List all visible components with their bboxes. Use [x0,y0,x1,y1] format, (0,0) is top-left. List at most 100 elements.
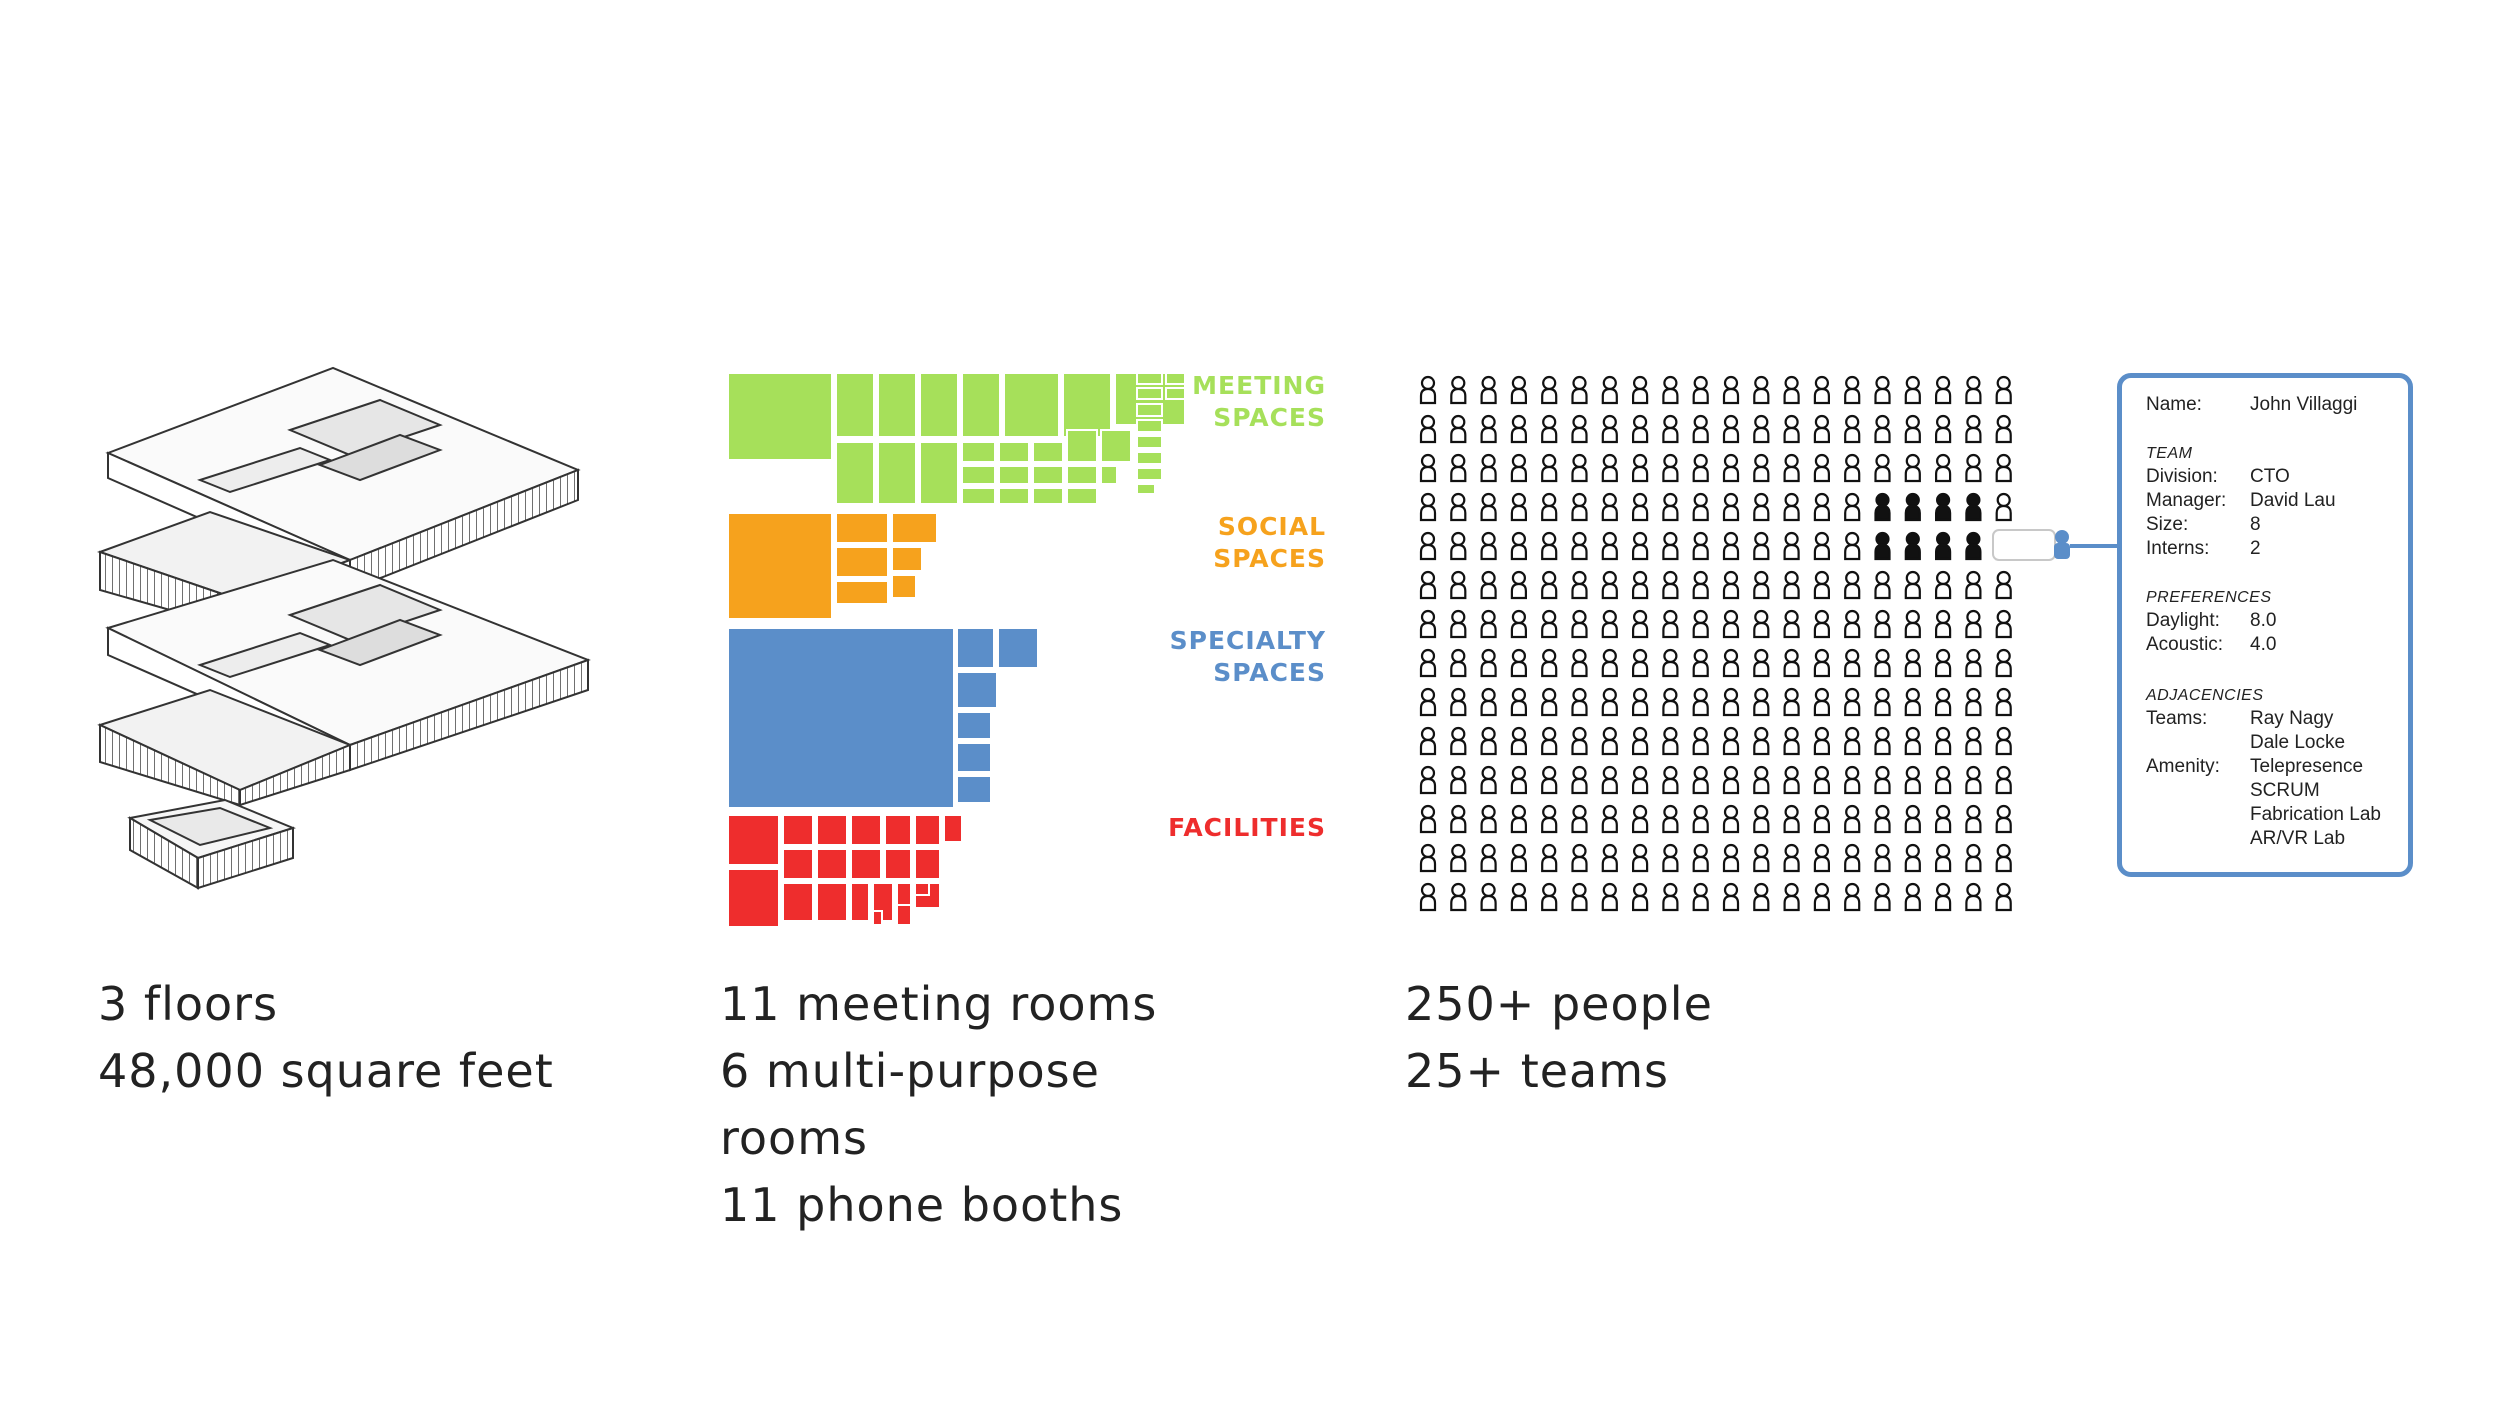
person-body [1965,777,1982,795]
amenity-value-0: Telepresence [2250,756,2364,777]
person-body [1965,894,1982,912]
space-block [1136,419,1163,433]
person-body [1692,426,1709,444]
floor-ground [127,798,296,890]
person-icon [1571,726,1588,756]
person-icon [1480,414,1497,444]
person-icon [1874,414,1891,444]
person-icon [1935,570,1952,600]
person-icon [1419,570,1437,600]
person-body [1753,699,1770,717]
person-body [1935,543,1952,561]
person-icon [1480,882,1497,912]
person-icon [1480,375,1497,405]
person-icon [1813,726,1830,756]
person-icon [1995,492,2012,522]
person-icon [1450,843,1467,873]
person-body [1904,738,1921,756]
person-icon [1662,765,1679,795]
person-body [1813,387,1830,405]
person-icon [1510,843,1527,873]
person-icon [1601,375,1618,405]
person-icon [1935,843,1952,873]
person-icon [1692,882,1709,912]
person-icon [1783,570,1800,600]
person-icon [1722,843,1740,873]
person-body [1874,699,1891,717]
person-body [1692,621,1709,639]
person-icon [1510,375,1527,405]
person-icon [1904,414,1921,444]
person-body [1571,699,1588,717]
person-icon [1419,687,1437,717]
person-icon [1692,687,1709,717]
person-body [1692,894,1709,912]
person-body [1753,387,1770,405]
person-icon [1692,375,1709,405]
person-body [1692,699,1709,717]
person-icon [1874,882,1891,912]
person-body [1965,621,1982,639]
person-body [1995,894,2012,912]
person-body [1783,387,1800,405]
person-body [1753,465,1770,483]
person-icon [1601,765,1618,795]
person-icon [1510,531,1527,561]
person-icon [1571,765,1588,795]
person-icon [1753,531,1770,561]
person-icon [1844,687,1861,717]
person-body [1662,660,1679,678]
person-body [1510,816,1527,834]
person-body [1844,621,1861,639]
person-icon [1571,882,1588,912]
person-body [1813,582,1830,600]
person-icon [1632,726,1649,756]
person-body [1419,387,1437,405]
person-body [1874,855,1891,873]
person-icon [1874,765,1891,795]
space-block [835,512,889,544]
person-icon [1692,453,1709,483]
space-block [896,904,912,926]
space-block [914,848,941,880]
person-body [1935,738,1952,756]
person-icon [1571,492,1588,522]
person-icon [1419,726,1437,756]
person-icon [1722,531,1740,561]
person-body [1662,465,1679,483]
person-icon [1510,726,1527,756]
person-body [1783,660,1800,678]
person-icon [1510,765,1527,795]
person-body [1965,816,1982,834]
person-icon [1995,843,2012,873]
person-body [1813,816,1830,834]
person-icon-highlighted [1935,531,1952,561]
person-icon [1541,687,1558,717]
space-block [998,487,1030,505]
person-body [1904,465,1921,483]
space-block [835,580,889,605]
person-icon [1632,765,1649,795]
person-icon [1844,648,1861,678]
person-icon [1753,375,1770,405]
category-label-line2: SPACES [1213,658,1326,687]
person-body [1874,660,1891,678]
person-icon [1450,414,1467,444]
person-icon [1844,726,1861,756]
space-block [835,546,889,578]
person-icon [1995,687,2012,717]
person-body [1480,777,1497,795]
person-icon [1692,531,1709,561]
person-body [1965,387,1982,405]
person-body [1450,504,1467,522]
person-icon [1601,414,1618,444]
space-block [1032,487,1064,505]
person-icon [1510,453,1527,483]
person-icon [1995,453,2012,483]
teams-value-1: Dale Locke [2250,732,2346,753]
person-icon [1601,453,1618,483]
manager-value: David Lau [2250,490,2336,511]
person-body [1510,738,1527,756]
